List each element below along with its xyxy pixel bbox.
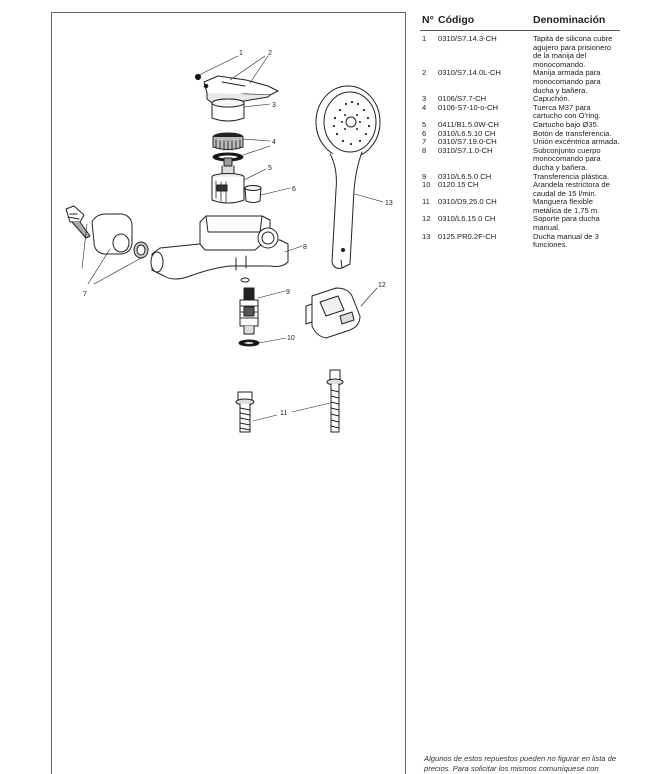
leader-lines [81, 55, 384, 344]
row-name: Capuchón. [533, 94, 570, 104]
callout-1: 1 [239, 50, 243, 57]
part-13-handshower [315, 85, 381, 269]
callout-6: 6 [292, 186, 296, 193]
row-name: Unión excéntrica armada. [533, 137, 620, 147]
header-code: Código [438, 14, 475, 26]
row-name: Soporte para ducha manual. [533, 214, 600, 233]
row-code: 0106-S7-10-o-CH [438, 102, 498, 112]
part-7-unions [65, 205, 149, 259]
table-row: 12 0310/L6.15.0 CH Soporte para ducha manu… [420, 215, 620, 232]
callout-7: 7 [83, 291, 87, 298]
row-code: 0310/S7.14.0L-CH [438, 68, 501, 78]
part-3-capuchon [211, 98, 245, 122]
callout-3: 3 [272, 102, 276, 109]
table-row: 13 0125.PR0.2F-CH Ducha manual de 3 funcio… [420, 231, 620, 250]
exploded-diagram: 1 2 3 4 5 6 7 8 9 10 11 12 13 [65, 50, 393, 433]
row-num: 5 [422, 119, 427, 129]
row-name: Cartucho bajo Ø35. [533, 119, 599, 129]
part-2-handle [203, 75, 279, 104]
row-num: 13 [422, 231, 431, 241]
table-row: 4 0106-S7-10-o-CH Tuerca M37 para cartucho… [420, 102, 620, 121]
callout-8: 8 [303, 244, 307, 251]
row-name: Subconjunto cuerpo monocomando para duch… [533, 145, 601, 172]
row-num: 3 [422, 94, 427, 104]
row-name: Manguera flexible metálica de 1,75 m. [533, 197, 600, 215]
table-header: N° Código Denominación [420, 12, 620, 31]
part-9-transfer [239, 287, 259, 335]
row-name: Manija armada para monocomando para duch… [533, 68, 601, 95]
row-code: 0125.PR0.2F-CH [438, 231, 497, 241]
callout-13: 13 [385, 200, 393, 207]
row-num: 10 [422, 180, 431, 190]
table-row: 11 0310/D9.25.0 CH Manguera flexible metál… [420, 197, 620, 215]
table-row: 1 0310/S7.14.3-CH Tapita de silicona cubre… [420, 34, 620, 69]
part-4-nut [212, 132, 244, 162]
table-row: 2 0310/S7.14.0L-CH Manija armada para mono… [420, 69, 620, 95]
row-name: Ducha manual de 3 funciones. [533, 231, 599, 250]
row-name: Arandela restrictora de caudal de 15 l/m… [533, 180, 610, 198]
row-code: 0310/D9.25.0 CH [438, 197, 497, 207]
row-code: 0106/S7.7-CH [438, 94, 487, 104]
callout-12: 12 [378, 282, 386, 289]
row-code: 0310/L6.5.10 CH [438, 128, 496, 138]
parts-list: 1 0310/S7.14.3-CH Tapita de silicona cubre… [420, 34, 620, 250]
callout-9: 9 [286, 289, 290, 296]
row-num: 11 [422, 197, 430, 207]
row-name: Transferencia plástica. [533, 171, 610, 181]
row-code: 0310/S7.14.3-CH [438, 34, 497, 43]
row-code: 0310/S7.19.0-CH [438, 137, 497, 147]
footnote: Algunos de estos repuestos pueden no fig… [424, 754, 617, 773]
callout-2: 2 [268, 50, 272, 57]
table-row: 8 0310/S7.1.0-CH Subconjunto cuerpo monoco… [420, 145, 620, 173]
header-name: Denominación [533, 14, 606, 26]
part-8-body [150, 215, 289, 283]
callout-11: 11 [280, 410, 287, 417]
part-6-button [244, 185, 262, 203]
callout-10: 10 [287, 335, 295, 342]
row-num: 9 [422, 171, 427, 181]
row-num: 7 [422, 137, 427, 147]
row-name: Tuerca M37 para cartucho con O'ring. [533, 102, 601, 121]
row-num: 2 [422, 68, 427, 78]
header-num: N° [422, 14, 434, 26]
row-code: 0310/L6.15.0 CH [438, 214, 496, 224]
part-10-washer [238, 339, 260, 347]
callout-4: 4 [272, 139, 276, 146]
row-num: 8 [422, 145, 427, 155]
row-code: 0310/L6.5.0 CH [438, 171, 492, 181]
row-num: 6 [422, 128, 427, 138]
row-code: 0411/B1.5.0W-CH [438, 119, 499, 129]
row-num: 12 [422, 214, 431, 224]
table-row: 10 0120.15 CH Arandela restrictora de caud… [420, 180, 620, 198]
table-row: 7 0310/S7.19.0-CH Unión excéntrica armada. [420, 138, 620, 147]
callout-labels: 1 2 3 4 5 6 7 8 9 10 11 12 13 [83, 50, 393, 417]
part-5-cartridge [211, 157, 245, 204]
parts-table: N° Código Denominación 1 0310/S7.14.3-CH T… [420, 12, 620, 250]
table-row: 3 0106/S7.7-CH Capuchón. [420, 95, 620, 104]
part-11-hose [235, 369, 344, 433]
part-1-cap [194, 73, 202, 81]
row-name: Botón de transferencia. [533, 128, 612, 138]
part-12-holder [305, 287, 361, 339]
row-code: 0310/S7.1.0-CH [438, 145, 493, 155]
row-num: 1 [422, 34, 427, 43]
row-name: Tapita de silicona cubre agujero para pr… [533, 34, 613, 69]
row-num: 4 [422, 102, 427, 112]
callout-5: 5 [268, 165, 272, 172]
row-code: 0120.15 CH [438, 180, 479, 190]
table-row: 9 0310/L6.5.0 CH Transferencia plástica. [420, 171, 620, 182]
table-row: 6 0310/L6.5.10 CH Botón de transferencia. [420, 128, 620, 139]
diagram-frame [51, 12, 406, 774]
table-row: 5 0411/B1.5.0W-CH Cartucho bajo Ø35. [420, 119, 620, 130]
